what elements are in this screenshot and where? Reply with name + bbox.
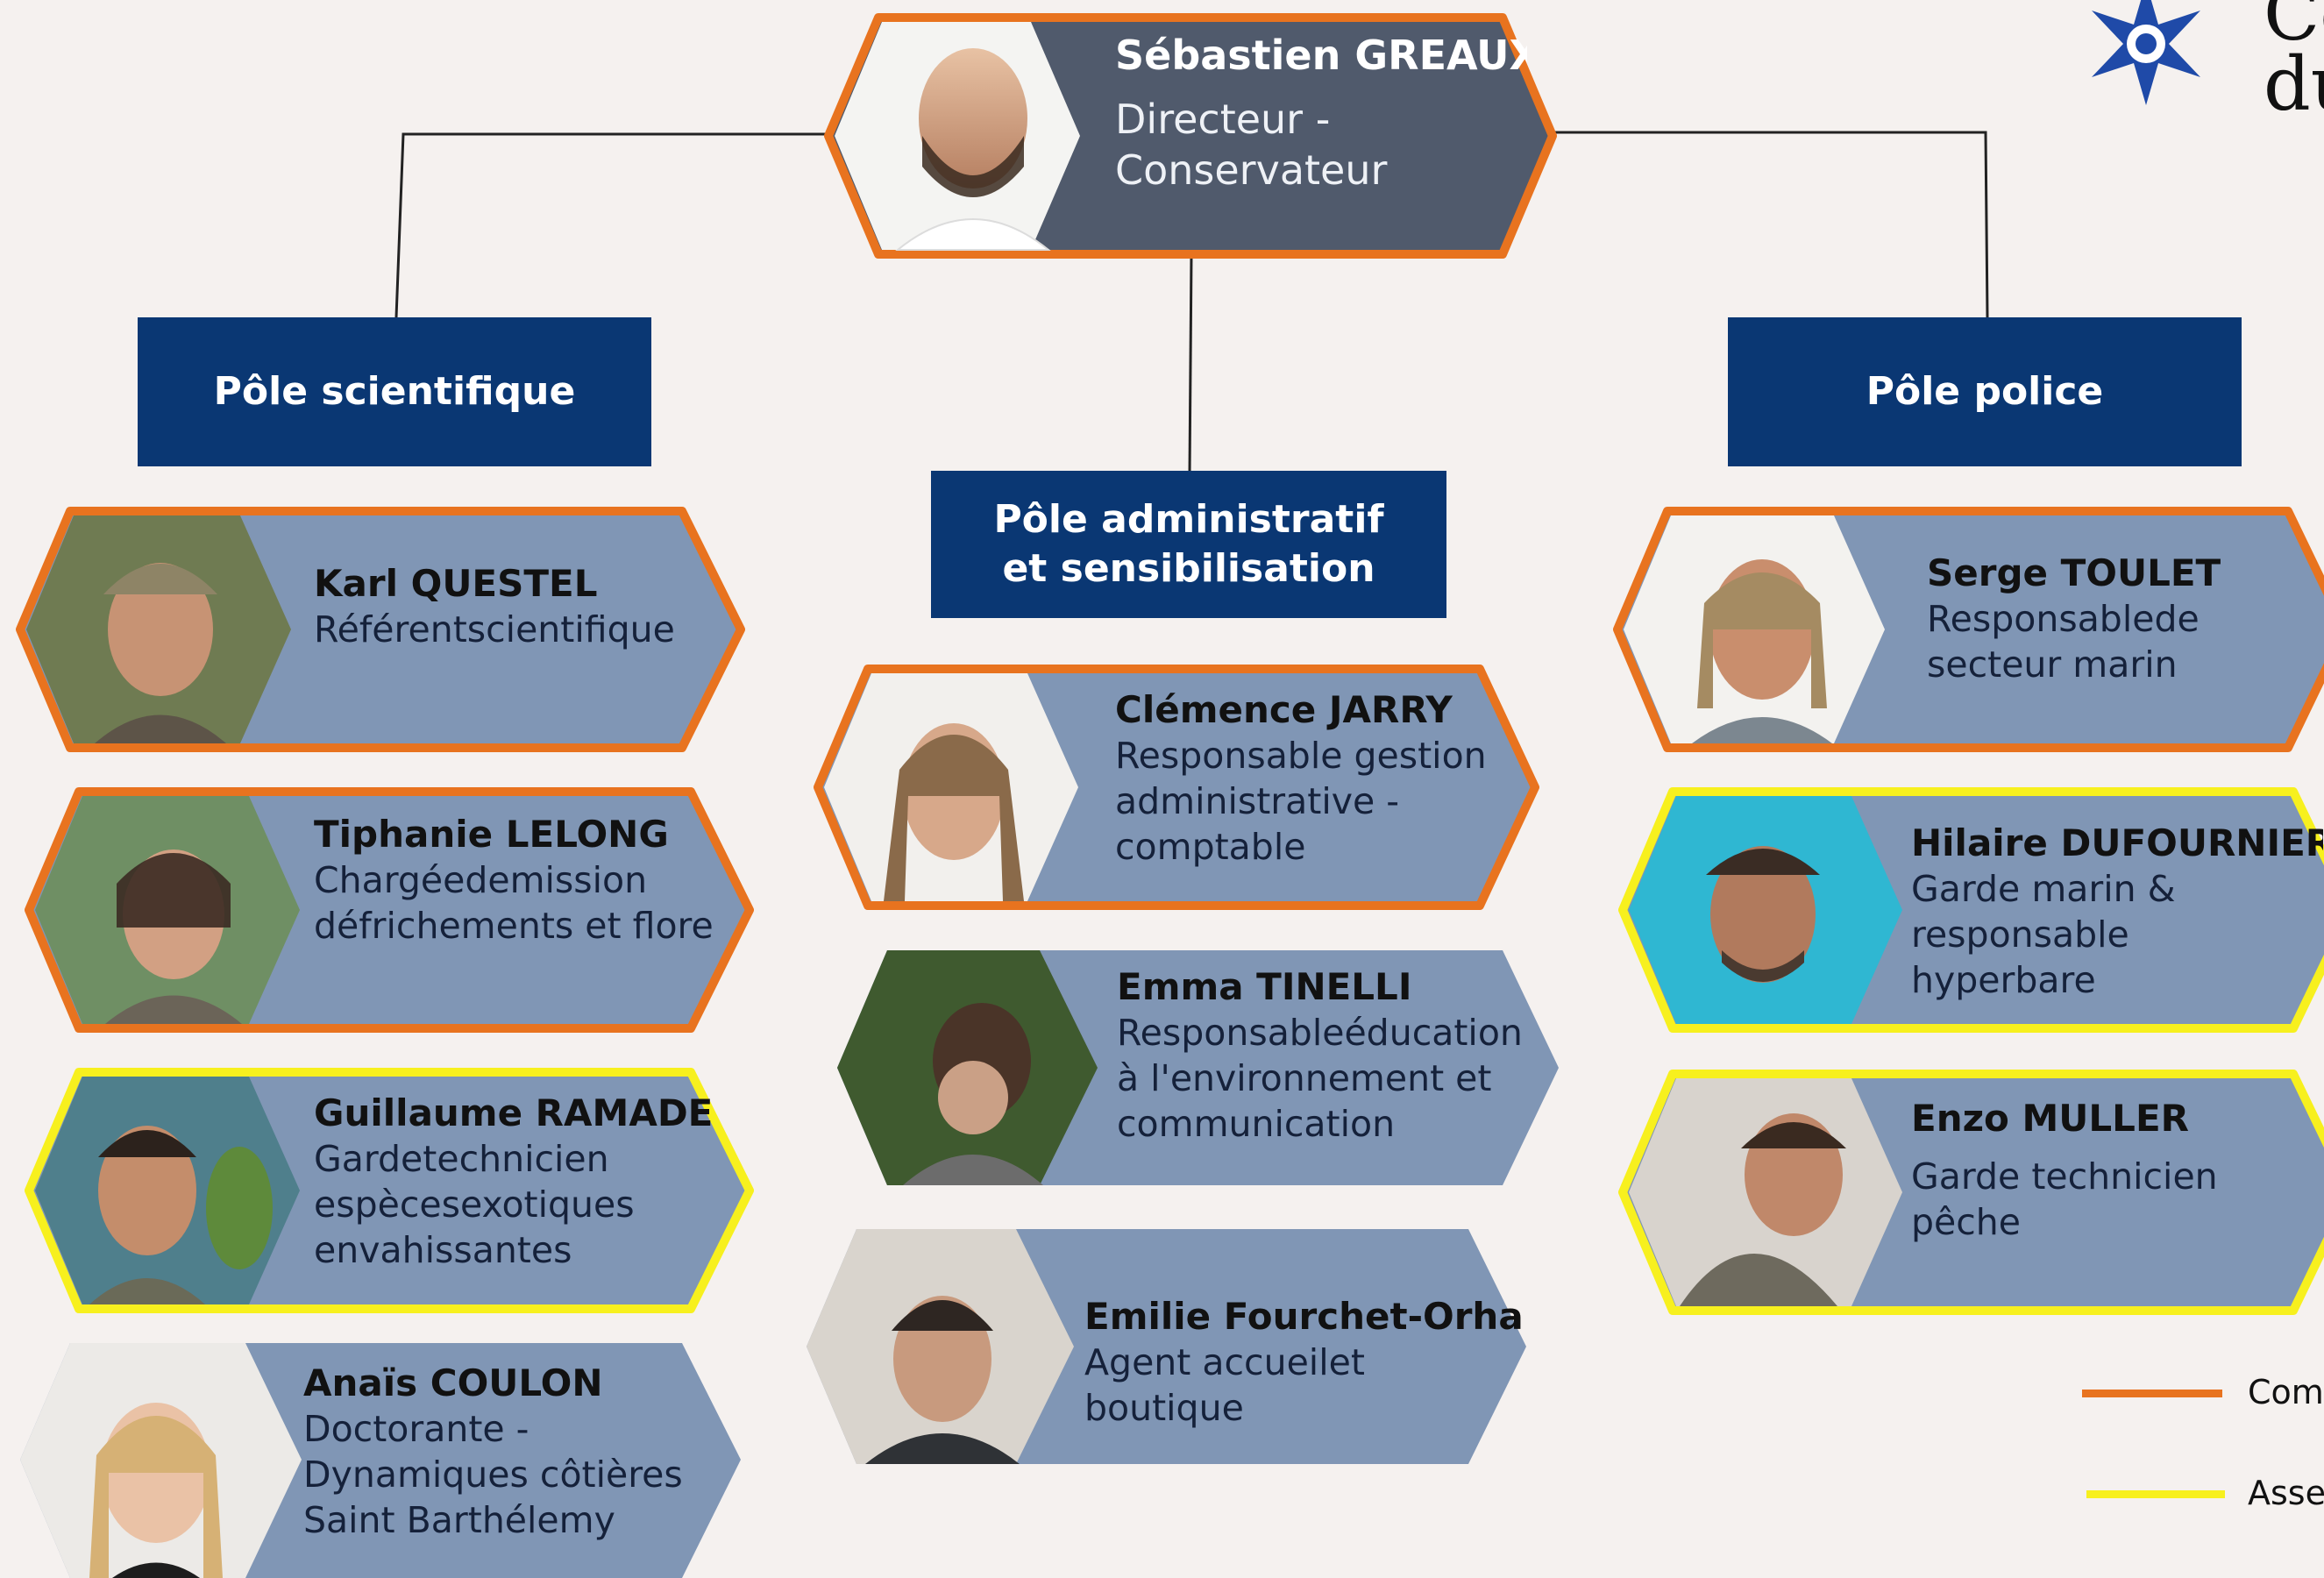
staff-role: Responsableéducation à l'environnement e… [1117, 1012, 1523, 1145]
staff-name: Hilaire DUFOURNIER [1911, 821, 2323, 864]
staff-card-shape [25, 1068, 754, 1313]
staff-role: Garde technicien pêche [1911, 1155, 2218, 1243]
pole-scientifique-header: Pôle scientifique [138, 317, 651, 466]
director-portrait-photo [835, 22, 1080, 251]
director-card: Sébastien GREAUX Directeur - Conservateu… [824, 13, 1557, 259]
staff-name: Emma TINELLI [1117, 965, 1412, 1008]
staff-card-anais-coulon: Anaïs COULON Doctorante - Dynamiques côt… [16, 1341, 745, 1578]
staff-card-shape [837, 950, 1559, 1185]
staff-name: Guillaume RAMADE [314, 1091, 714, 1134]
legend-orange-line [2082, 1390, 2222, 1397]
staff-name: Enzo MULLER [1911, 1097, 2189, 1140]
staff-role: Responsablede secteur marin [1927, 598, 2200, 686]
staff-portrait-photo [35, 1077, 300, 1304]
staff-card-clemence-jarry: Clémence JARRY Responsable gestion admin… [814, 665, 1539, 910]
director-name: Sébastien GREAUX [1115, 32, 1527, 79]
staff-card-enzo-muller: Enzo MULLER Garde technicien pêche [1618, 1070, 2324, 1315]
staff-name: Clémence JARRY [1115, 688, 1453, 731]
legend-yellow-label: Asse [2248, 1474, 2324, 1512]
staff-portrait-photo [35, 796, 300, 1024]
staff-card-serge-toulet: Serge TOULET Responsablede secteur marin [1613, 507, 2324, 752]
staff-name: Emilie Fourchet-Orhant [1084, 1295, 1523, 1338]
blue-star-flower-icon [2092, 0, 2200, 105]
staff-card-guillaume-ramade: Guillaume RAMADE Gardetechnicien espèces… [25, 1068, 754, 1313]
staff-card-karl-questel: Karl QUESTEL Référentscientifique [16, 507, 745, 752]
staff-role: Agent accueilet boutique [1084, 1341, 1365, 1429]
staff-name: Anaïs COULON [303, 1361, 603, 1404]
staff-card-shape [1613, 507, 2324, 752]
director-card-shape [824, 13, 1557, 259]
director-role: Directeur - Conservateur [1115, 96, 1388, 194]
connector-admin [1188, 253, 1193, 474]
staff-portrait-photo [1629, 796, 1902, 1024]
pole-administratif-label-line2: et sensibilisation [1002, 546, 1375, 591]
logo-text-line2: du [2264, 41, 2324, 127]
staff-card-hilaire-dufournier: Hilaire DUFOURNIER Garde marin & respons… [1618, 787, 2324, 1033]
staff-portrait-photo [26, 515, 291, 743]
staff-name: Tiphanie LELONG [314, 813, 669, 856]
pole-administratif-header: Pôle administratif et sensibilisation [931, 471, 1446, 618]
staff-card-shape [16, 507, 745, 752]
staff-card-shape [807, 1229, 1526, 1464]
connector-scientific [394, 132, 835, 318]
staff-card-shape [1618, 787, 2324, 1033]
staff-portrait-photo [824, 673, 1078, 901]
pole-scientifique-label: Pôle scientifique [213, 369, 576, 414]
staff-role: Garde marin & responsable hyperbare [1911, 868, 2176, 1001]
staff-card-shape [20, 1343, 741, 1578]
staff-card-shape [1618, 1070, 2324, 1315]
pole-police-label: Pôle police [1866, 369, 2104, 414]
staff-card-emilie-fourchet-orhant: Emilie Fourchet-Orhant Agent accueilet b… [802, 1227, 1532, 1466]
pole-administratif-label-line1: Pôle administratif [993, 497, 1384, 542]
staff-portrait-photo [1629, 1078, 1902, 1306]
staff-name: Karl QUESTEL [314, 562, 598, 605]
staff-portrait-photo [1624, 515, 1885, 743]
staff-role: Chargéedemission défrichements et flore [314, 859, 714, 947]
logo-text-line1: Co [2264, 0, 2324, 57]
connector-police [1552, 131, 1989, 318]
staff-card-shape [25, 787, 754, 1033]
staff-portrait-photo [837, 950, 1098, 1185]
legend-orange-label: Com [2248, 1373, 2324, 1411]
staff-card-shape [814, 665, 1539, 910]
staff-role: Référentscientifique [314, 608, 675, 650]
pole-police-header: Pôle police [1728, 317, 2242, 466]
staff-role: Responsable gestion administrative - com… [1115, 735, 1487, 868]
staff-card-tiphanie-lelong: Tiphanie LELONG Chargéedemission défrich… [25, 787, 754, 1033]
staff-role: Gardetechnicien espècesexotiques envahis… [314, 1138, 635, 1271]
staff-portrait-photo [807, 1229, 1074, 1464]
legend-yellow-line [2086, 1490, 2225, 1498]
staff-portrait-photo [20, 1343, 302, 1578]
staff-card-emma-tinelli: Emma TINELLI Responsableéducation à l'en… [833, 949, 1562, 1187]
staff-name: Serge TOULET [1927, 551, 2221, 594]
staff-role: Doctorante - Dynamiques côtières Saint B… [303, 1408, 683, 1541]
